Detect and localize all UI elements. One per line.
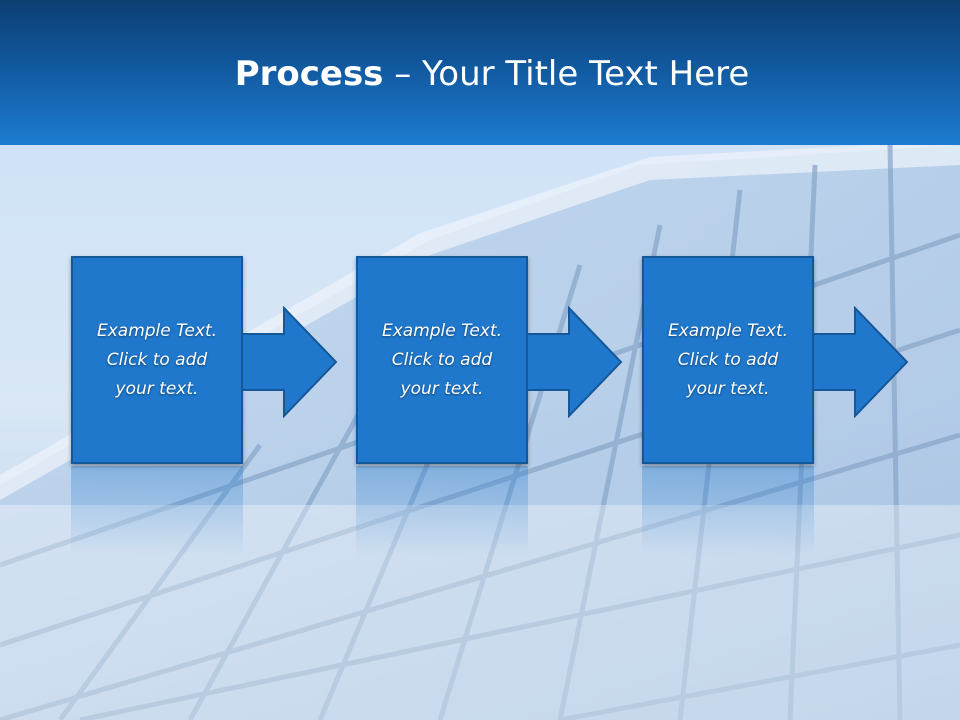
title-banner [0, 0, 960, 145]
step-1-reflection [71, 466, 243, 556]
arrow-right-icon [813, 306, 909, 418]
step-2-text: Example Text. Click to add your text. [381, 320, 503, 399]
slide-title[interactable]: Process – Your Title Text Here [0, 52, 960, 96]
step-3-reflection [642, 466, 814, 556]
step-2-box[interactable]: Example Text. Click to add your text. [356, 256, 528, 464]
step-1-text: Example Text. Click to add your text. [96, 320, 218, 399]
arrow-right-icon [242, 306, 338, 418]
title-rest: – Your Title Text Here [383, 54, 750, 94]
title-bold: Process [234, 54, 384, 94]
step-2-reflection [356, 466, 528, 556]
arrow-right-icon [527, 306, 623, 418]
step-3-text: Example Text. Click to add your text. [667, 320, 789, 399]
step-3-box[interactable]: Example Text. Click to add your text. [642, 256, 814, 464]
step-1-box[interactable]: Example Text. Click to add your text. [71, 256, 243, 464]
